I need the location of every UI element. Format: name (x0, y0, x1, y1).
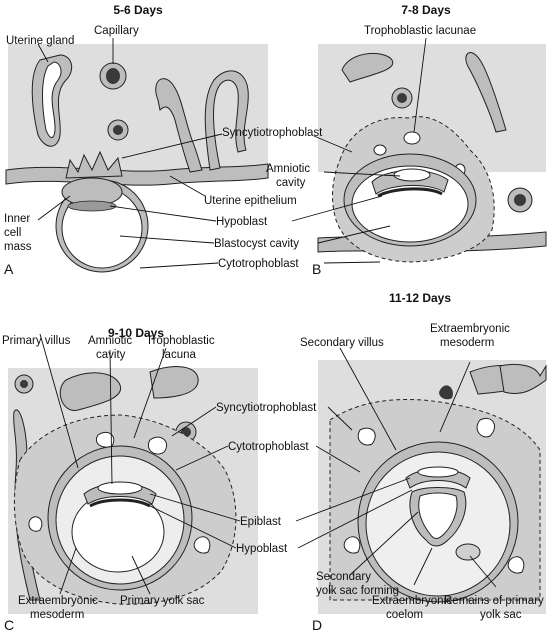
panel-d-letter: D (312, 617, 322, 633)
panel-c-gland (13, 409, 41, 601)
panel-b-gland (341, 52, 394, 83)
label-hypoblast-2: Hypoblast (236, 543, 288, 555)
panel-c-primary-yolk-sac (71, 491, 165, 573)
panel-b-amniotic-cavity (393, 168, 431, 182)
label-amniotic-cavity-b-2: cavity (276, 177, 306, 189)
label-secondary-villus: Secondary villus (300, 337, 384, 349)
label-syncytiotrophoblast: Syncytiotrophoblast (222, 127, 323, 139)
panel-a-gland-3 (204, 70, 249, 171)
leader-lines (37, 37, 497, 595)
label-hypoblast: Hypoblast (216, 216, 268, 228)
panel-c-amniotic-cavity (97, 481, 143, 495)
panel-a-syncytiotrophoblast (65, 150, 123, 179)
panel-c-letter: C (4, 617, 14, 633)
label-inner-cell-mass-3: mass (4, 241, 32, 253)
panel-a (5, 44, 269, 273)
panel-d-lacuna (357, 427, 376, 446)
panel-a-hypoblast (67, 200, 117, 212)
label-secondary-yolk-sac-2: yolk sac forming (316, 585, 399, 597)
label-extraembryonic-mesoderm-c-2: mesoderm (30, 609, 84, 621)
panel-d-primary-yolk-sac-remains (455, 543, 481, 561)
label-secondary-yolk-sac-1: Secondary (316, 571, 371, 583)
label-uterine-gland: Uterine gland (6, 35, 74, 47)
label-capillary: Capillary (94, 25, 139, 37)
panel-b-gland-2 (465, 52, 507, 133)
label-amniotic-cavity-b-1: Amniotic (266, 163, 310, 175)
label-extraembryonic-coelom-2: coelom (386, 609, 423, 621)
label-remains-primary-yolk-sac-2: yolk sac (480, 609, 522, 621)
label-amniotic-cavity-c-1: Amniotic (88, 335, 132, 347)
panel-d (318, 360, 547, 614)
panel-b (317, 44, 547, 263)
panel-b-hypoblast (377, 187, 443, 198)
label-extraembryonic-mesoderm-d-2: mesoderm (440, 337, 494, 349)
label-epiblast: Epiblast (240, 516, 282, 528)
label-remains-primary-yolk-sac-1: Remains of primary (444, 595, 544, 607)
panel-c-gland-3 (149, 366, 199, 399)
label-extraembryonic-coelom-1: Extraembryonic (372, 595, 452, 607)
panel-d-amniotic-cavity (417, 466, 459, 478)
panel-c-gland-2 (59, 372, 122, 411)
label-syncytiotrophoblast-2: Syncytiotrophoblast (216, 402, 317, 414)
panel-a-title: 5-6 Days (113, 3, 163, 17)
panel-d-title: 11-12 Days (389, 291, 451, 305)
panel-b-letter: B (312, 261, 321, 277)
label-trophoblastic-lacuna-1: Trophoblastic (146, 335, 215, 347)
label-cytotrophoblast: Cytotrophoblast (218, 258, 299, 270)
label-amniotic-cavity-c-2: cavity (96, 349, 126, 361)
panel-b-title: 7-8 Days (401, 3, 451, 17)
panel-c-title: 9-10 Days (108, 326, 164, 340)
panel-a-letter: A (4, 261, 14, 277)
panel-a-gland-2 (155, 78, 203, 173)
label-primary-yolk-sac: Primary yolk sac (120, 595, 205, 607)
label-inner-cell-mass-1: Inner (4, 213, 30, 225)
label-blastocyst-cavity: Blastocyst cavity (214, 238, 299, 250)
panel-d-capillary (439, 385, 453, 400)
label-trophoblastic-lacunae: Trophoblastic lacunae (364, 25, 476, 37)
panel-c (8, 366, 258, 614)
label-trophoblastic-lacuna-2: lacuna (162, 349, 196, 361)
label-primary-villus: Primary villus (2, 335, 71, 347)
panel-b-lacuna (403, 131, 421, 145)
label-cytotrophoblast-2: Cytotrophoblast (228, 441, 309, 453)
label-extraembryonic-mesoderm-d-1: Extraembryonic (430, 323, 510, 335)
panel-c-hypoblast (89, 498, 151, 508)
label-inner-cell-mass-2: cell (4, 227, 21, 239)
labels: 5-6 Days 7-8 Days 9-10 Days 11-12 Days A… (2, 3, 544, 633)
label-extraembryonic-mesoderm-c-1: Extraembryonic (18, 595, 98, 607)
label-uterine-epithelium: Uterine epithelium (204, 195, 297, 207)
